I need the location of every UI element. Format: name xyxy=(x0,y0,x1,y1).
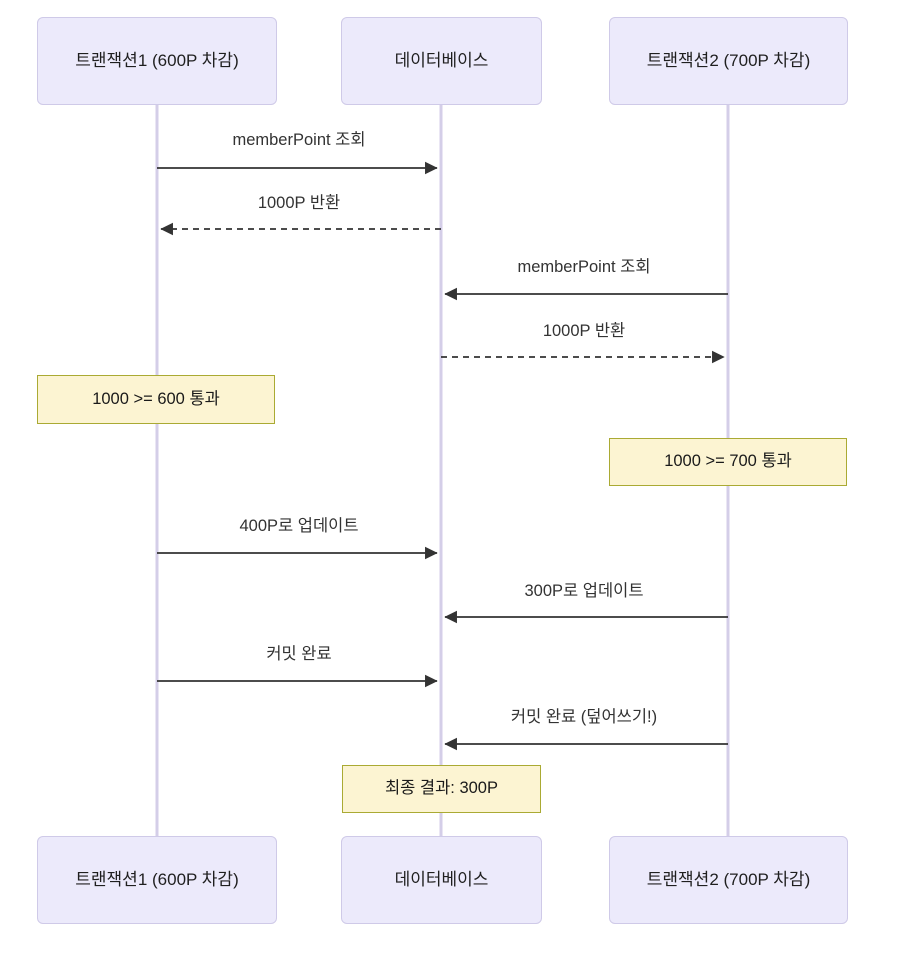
message-label-1: 1000P 반환 xyxy=(257,194,341,212)
message-label-0: memberPoint 조회 xyxy=(232,131,366,149)
participant-box-top-t2[interactable]: 트랜잭션2 (700P 차감) xyxy=(609,17,848,105)
note-pass-600: 1000 >= 600 통과 xyxy=(37,375,275,424)
participant-box-top-t1[interactable]: 트랜잭션1 (600P 차감) xyxy=(37,17,277,105)
message-label-4: 400P로 업데이트 xyxy=(239,517,359,535)
note-final-result: 최종 결과: 300P xyxy=(342,765,541,813)
message-label-3: 1000P 반환 xyxy=(542,322,626,340)
message-label-5: 300P로 업데이트 xyxy=(524,582,644,600)
participant-box-bottom-db[interactable]: 데이터베이스 xyxy=(341,836,542,924)
message-label-6: 커밋 완료 xyxy=(266,645,332,663)
message-label-7: 커밋 완료 (덮어쓰기!) xyxy=(510,708,658,726)
message-label-2: memberPoint 조회 xyxy=(517,258,651,276)
participant-box-bottom-t1[interactable]: 트랜잭션1 (600P 차감) xyxy=(37,836,277,924)
note-pass-700: 1000 >= 700 통과 xyxy=(609,438,847,486)
participant-box-top-db[interactable]: 데이터베이스 xyxy=(341,17,542,105)
participant-box-bottom-t2[interactable]: 트랜잭션2 (700P 차감) xyxy=(609,836,848,924)
